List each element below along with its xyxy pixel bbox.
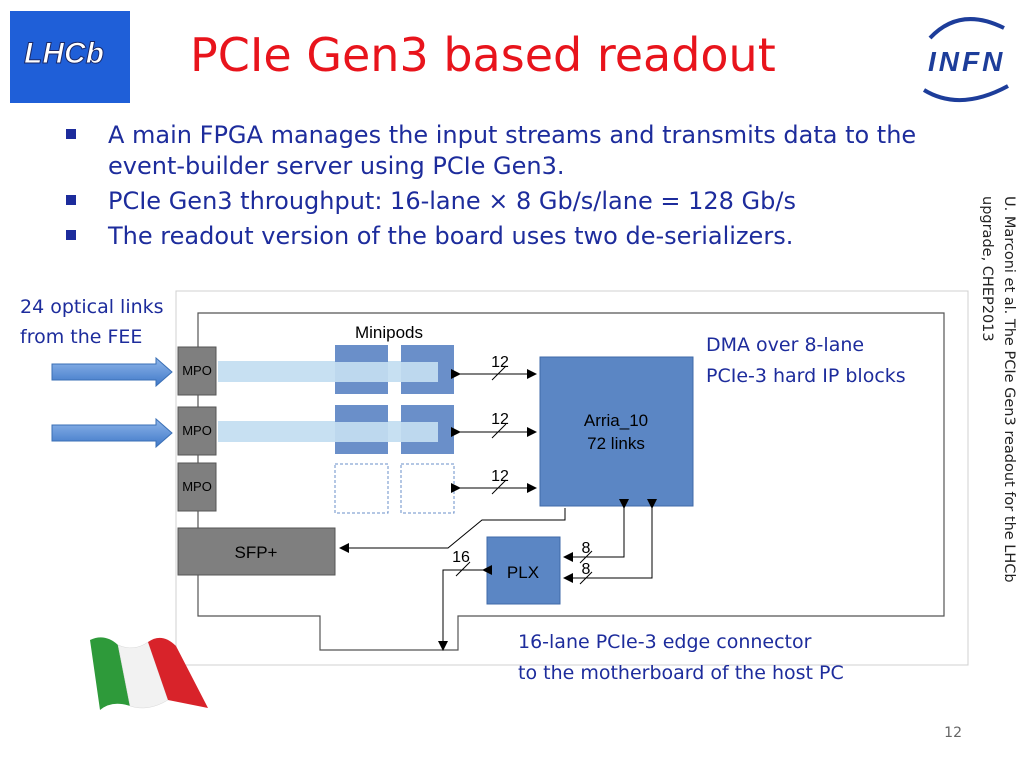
lane-count-label: 8 [582,561,591,578]
fpga-label: Arria_10 [584,411,648,430]
infn-logo-text: INFN [928,46,1005,77]
annotation-line: to the motherboard of the host PC [518,662,844,684]
plx-label: PLX [507,563,539,582]
link-arrows [451,365,537,495]
annotation-line: 24 optical links [20,296,164,318]
mpo-label: MPO [182,479,212,494]
minipods-label: Minipods [355,323,423,342]
lane-count-label: 8 [582,540,591,557]
page-number: 12 [944,725,962,741]
connection-lines [339,499,657,651]
mpo-label: MPO [182,363,212,378]
annotation-line: 16-lane PCIe-3 edge connector [518,631,812,653]
bullet-text: The readout version of the board uses tw… [108,222,794,250]
dma-annotation: DMA over 8-lane PCIe-3 hard IP blocks [706,330,906,392]
bullet-item: A main FPGA manages the input streams an… [62,120,962,182]
infn-logo: INFN [900,8,1020,108]
bullet-text: PCIe Gen3 throughput: 16-lane × 8 Gb/s/l… [108,187,796,215]
annotation-line: PCIe-3 hard IP blocks [706,365,906,387]
bullet-square-icon [66,129,76,139]
mpo-connector [177,406,217,456]
fpga-links-label: 72 links [587,434,645,453]
bullet-item: PCIe Gen3 throughput: 16-lane × 8 Gb/s/l… [62,186,962,217]
page-title: PCIe Gen3 based readout [190,28,776,82]
input-arrow-icon [51,417,173,449]
minipod-slot-empty [334,463,389,514]
lhcb-logo-text: LHCb [24,37,104,70]
input-arrow-icon [51,356,173,388]
annotation-line: DMA over 8-lane [706,334,865,356]
lane-count-label: 12 [491,468,509,485]
plx-switch [486,536,561,605]
annotation-line: from the FEE [20,326,143,348]
mpo-connector [177,462,217,512]
sfp-label: SFP+ [235,543,278,562]
bullet-list: A main FPGA manages the input streams an… [62,120,962,256]
bullet-item: The readout version of the board uses tw… [62,221,962,252]
edge-connector-annotation: 16-lane PCIe-3 edge connector to the mot… [518,627,844,689]
fpga-arria10 [539,356,694,507]
bullet-square-icon [66,195,76,205]
mpo-connector [177,346,217,396]
lane-count-label: 12 [491,411,509,428]
optical-links-annotation: 24 optical links from the FEE [20,292,164,352]
italian-flag-icon [90,637,208,710]
mpo-label: MPO [182,423,212,438]
bullet-square-icon [66,230,76,240]
sfp-module [177,527,336,576]
lane-count-label: 16 [452,549,470,566]
bullet-text: A main FPGA manages the input streams an… [108,121,917,180]
lane-count-label: 12 [491,354,509,371]
